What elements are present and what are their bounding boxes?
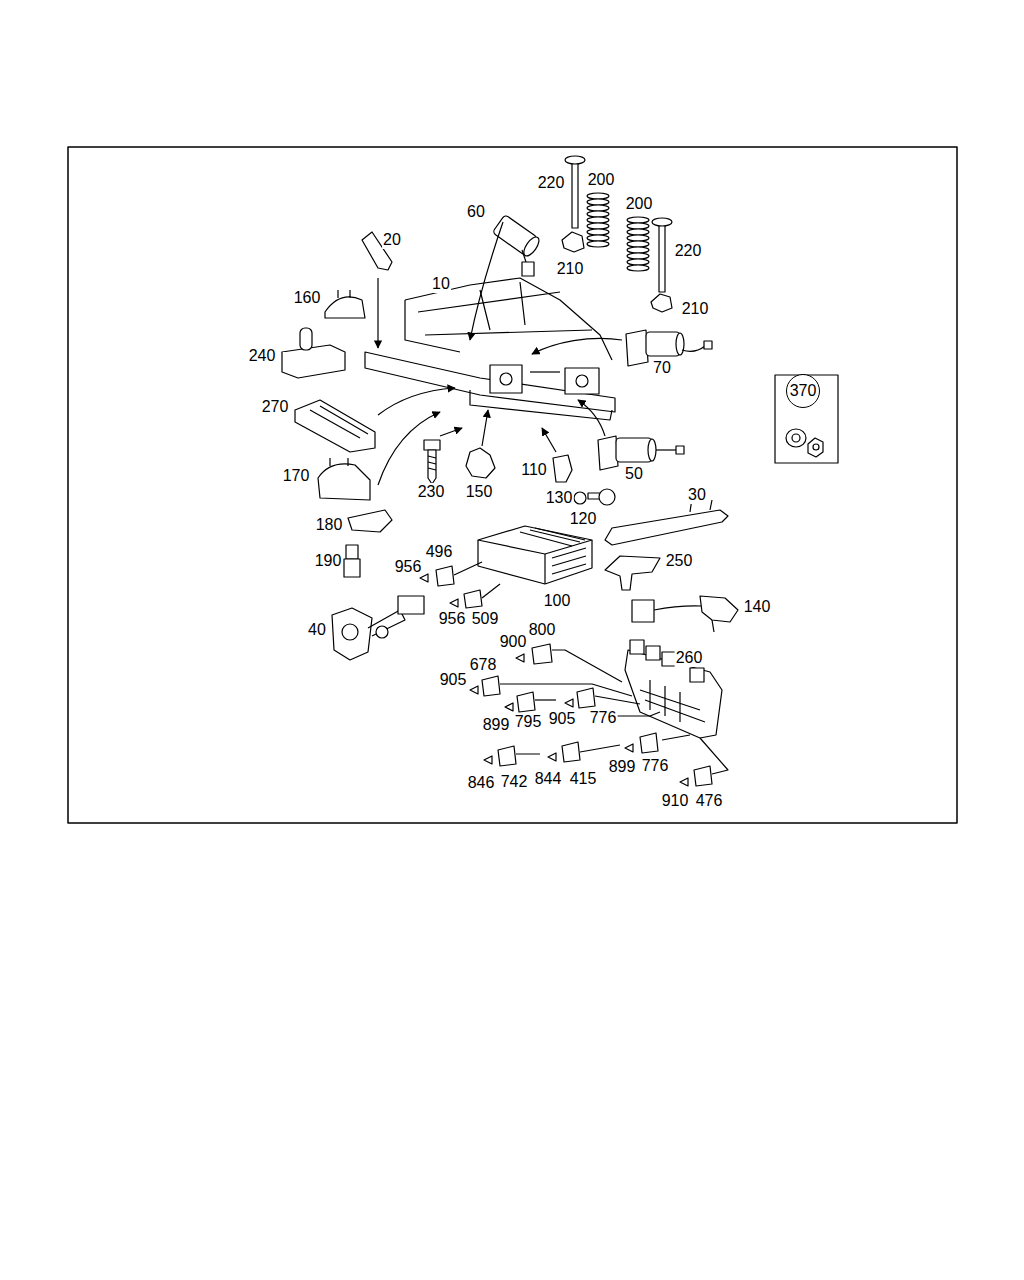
sensor-cable [632, 596, 738, 632]
callout-number: 240 [248, 347, 277, 365]
callout-number: 899 [608, 758, 637, 776]
callout-number: 210 [556, 260, 585, 278]
callout-number: 10 [431, 275, 451, 293]
callout-number: 20 [382, 231, 402, 249]
callout-number: 100 [543, 592, 572, 610]
callout-number: 210 [681, 300, 710, 318]
holder [605, 556, 660, 590]
callout-number: 795 [514, 713, 543, 731]
callout-number: 956 [438, 610, 467, 628]
callout-number: 70 [652, 359, 672, 377]
callout-number: 220 [537, 174, 566, 192]
washer-nut [786, 429, 823, 457]
callout-number: 900 [499, 633, 528, 651]
control-unit [478, 526, 592, 584]
callout-number: 140 [743, 598, 772, 616]
callout-number: 120 [569, 510, 598, 528]
callout-number: 776 [589, 709, 618, 727]
callout-number: 30 [687, 486, 707, 504]
callout-number: 270 [261, 398, 290, 416]
callout-number: 230 [417, 483, 446, 501]
callout-number: 130 [545, 489, 574, 507]
motor [470, 215, 542, 340]
callout-number: 742 [500, 773, 529, 791]
callout-number: 50 [624, 465, 644, 483]
callout-number: 170 [282, 467, 311, 485]
connector-block [625, 640, 722, 738]
callout-circle: 370 [786, 374, 821, 409]
callout-number: 40 [307, 621, 327, 639]
motor [578, 400, 684, 470]
washer [574, 492, 586, 504]
bolt-spring-set [627, 217, 672, 312]
callout-number: 496 [425, 543, 454, 561]
trim-panel [295, 388, 455, 452]
callout-number: 910 [661, 792, 690, 810]
callout-number: 220 [674, 242, 703, 260]
callout-number: 200 [587, 171, 616, 189]
callout-number: 60 [466, 203, 486, 221]
callout-number: 846 [467, 774, 496, 792]
bolt [424, 428, 462, 484]
callout-number: 260 [675, 649, 704, 667]
callout-number: 160 [293, 289, 322, 307]
frame-border [68, 147, 957, 823]
callout-number: 509 [471, 610, 500, 628]
callout-number: 190 [314, 552, 343, 570]
cover-cap [325, 290, 365, 318]
callout-number: 200 [625, 195, 654, 213]
callout-number: 415 [569, 770, 598, 788]
callout-number: 678 [469, 656, 498, 674]
guide-block [282, 328, 345, 378]
kit-box [775, 375, 838, 463]
motor [532, 330, 712, 366]
seat-frame [365, 278, 615, 420]
bracket [362, 232, 392, 348]
sensor [344, 545, 360, 577]
bracket [605, 498, 728, 545]
callout-number: 150 [465, 483, 494, 501]
screw [588, 489, 615, 505]
callout-number: 776 [641, 757, 670, 775]
callout-number: 800 [528, 621, 557, 639]
clip [348, 510, 392, 532]
callout-number: 905 [439, 671, 468, 689]
star-knob [466, 410, 495, 478]
callout-number: 476 [695, 792, 724, 810]
callout-number: 905 [548, 710, 577, 728]
callout-number: 370 [790, 382, 817, 400]
callout-number: 250 [665, 552, 694, 570]
plug-connector [420, 562, 728, 786]
callout-number: 899 [482, 716, 511, 734]
callout-number: 956 [394, 558, 423, 576]
switch-plug [332, 596, 424, 660]
callout-number: 180 [315, 516, 344, 534]
callout-number: 110 [520, 461, 548, 479]
callout-number: 844 [534, 770, 563, 788]
